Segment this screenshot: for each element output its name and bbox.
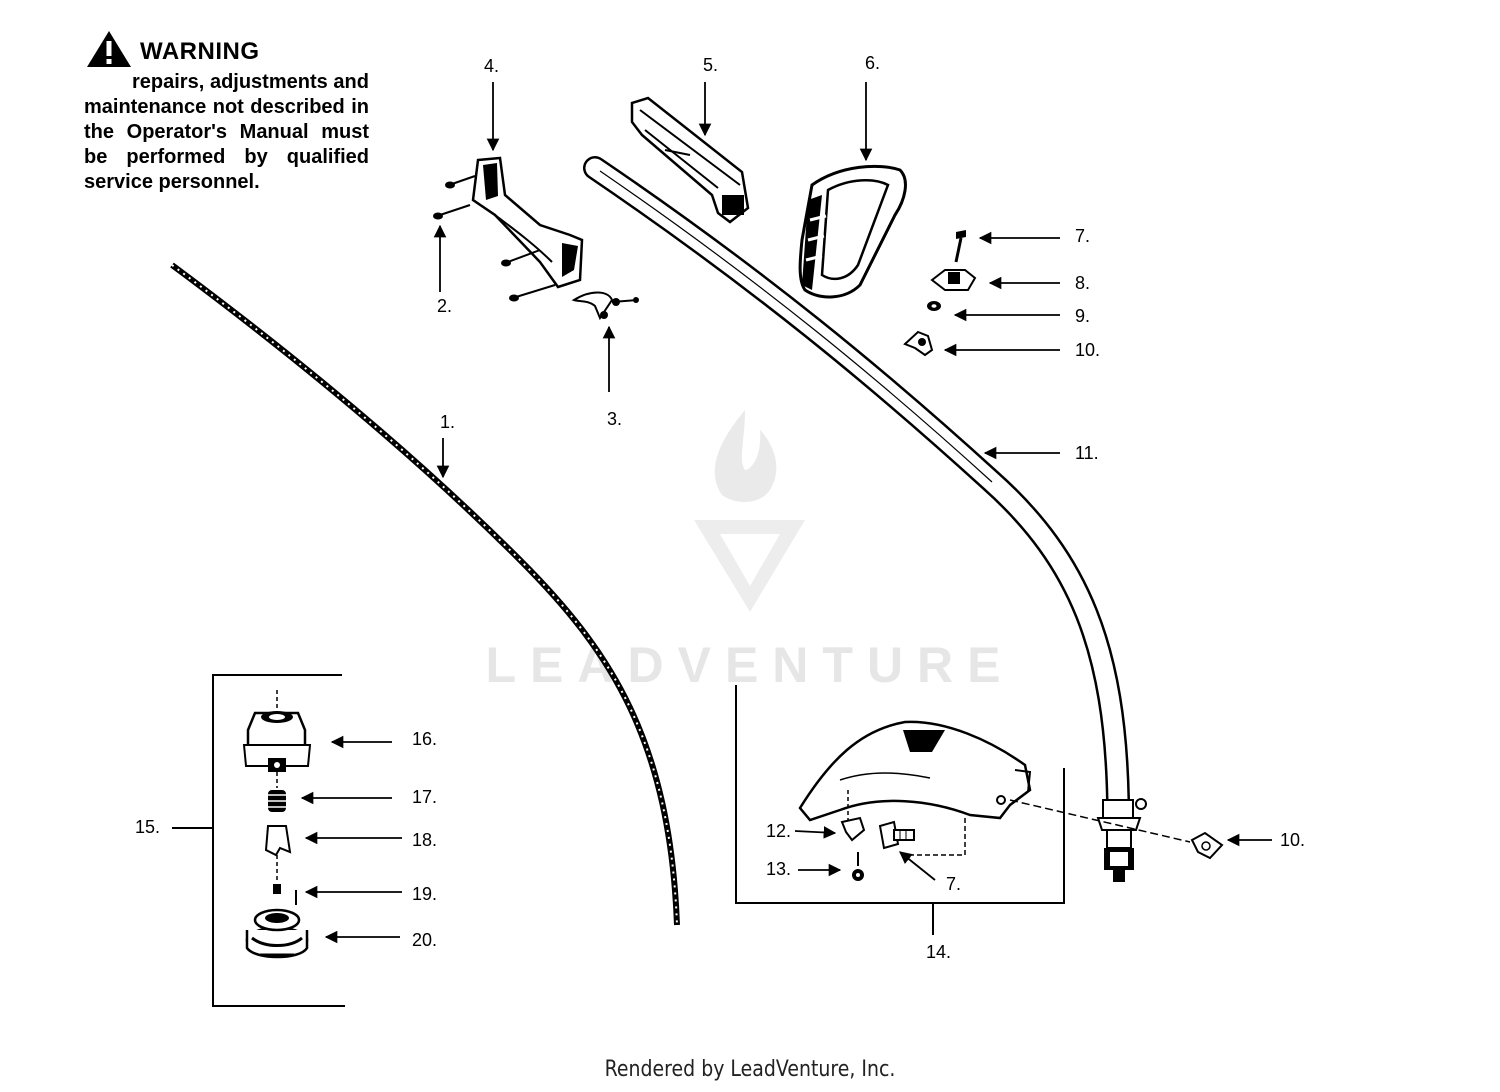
- callout-arrows: [300, 82, 1272, 944]
- callout-7-upper: 7.: [1075, 226, 1090, 246]
- callout-5: 5.: [703, 55, 718, 75]
- part-handle-bracket: [471, 156, 584, 289]
- part-spool-20: [245, 890, 309, 959]
- callout-8: 8.: [1075, 273, 1090, 293]
- part-washer-9: [927, 301, 941, 311]
- watermark-text: LEADVENTURE: [485, 637, 1014, 693]
- part-screw-7: [954, 230, 966, 263]
- part-spool-housing-16: [242, 690, 312, 788]
- part-clip-12: [840, 816, 866, 842]
- part-screw-13: [852, 852, 864, 881]
- part-screw-19: [273, 884, 281, 894]
- part-handle-clip: [571, 291, 639, 321]
- part-spring-17: [268, 790, 286, 812]
- callout-16: 16.: [412, 729, 437, 749]
- callout-12: 12.: [766, 821, 791, 841]
- callout-10-upper: 10.: [1075, 340, 1100, 360]
- part-handle-top: [630, 96, 750, 224]
- warning-text: repairs, adjustments and maintenance not…: [84, 70, 369, 195]
- callout-13: 13.: [766, 859, 791, 879]
- callout-1: 1.: [440, 412, 455, 432]
- callout-10-lower: 10.: [1280, 830, 1305, 850]
- callout-7-lower: 7.: [946, 874, 961, 894]
- part-bolt-7: [878, 820, 915, 850]
- warning-triangle-icon: [87, 31, 131, 67]
- part-clip-18: [264, 825, 292, 880]
- callout-17: 17.: [412, 787, 437, 807]
- part-clamp-8: [930, 269, 977, 291]
- part-d-handle: [798, 164, 907, 299]
- callout-11: 11.: [1075, 443, 1099, 463]
- callout-20: 20.: [412, 930, 437, 950]
- callout-14: 14.: [926, 942, 951, 962]
- callout-19: 19.: [412, 884, 437, 904]
- callout-15: 15.: [135, 817, 160, 837]
- callout-9: 9.: [1075, 306, 1090, 326]
- callout-2: 2.: [437, 296, 452, 316]
- part-guard-frame: [735, 685, 1065, 935]
- footer-credit: Rendered by LeadVenture, Inc.: [604, 1057, 896, 1082]
- part-wing-nut-10b: [1190, 831, 1224, 860]
- part-flex-shaft: [170, 262, 680, 926]
- callout-6: 6.: [865, 53, 880, 73]
- part-drive-tube: [583, 156, 1147, 882]
- callout-3: 3.: [607, 409, 622, 429]
- warning-text-content: repairs, adjustments and maintenance not…: [84, 71, 369, 193]
- callout-4: 4.: [484, 56, 499, 76]
- watermark-logo: [694, 410, 805, 612]
- part-wing-nut-10: [903, 330, 934, 357]
- part-guard: [798, 720, 1191, 856]
- part-screws: [433, 175, 556, 302]
- callout-18: 18.: [412, 830, 437, 850]
- part-trimmer-head-frame: [172, 674, 345, 1007]
- warning-title: WARNING: [140, 38, 260, 65]
